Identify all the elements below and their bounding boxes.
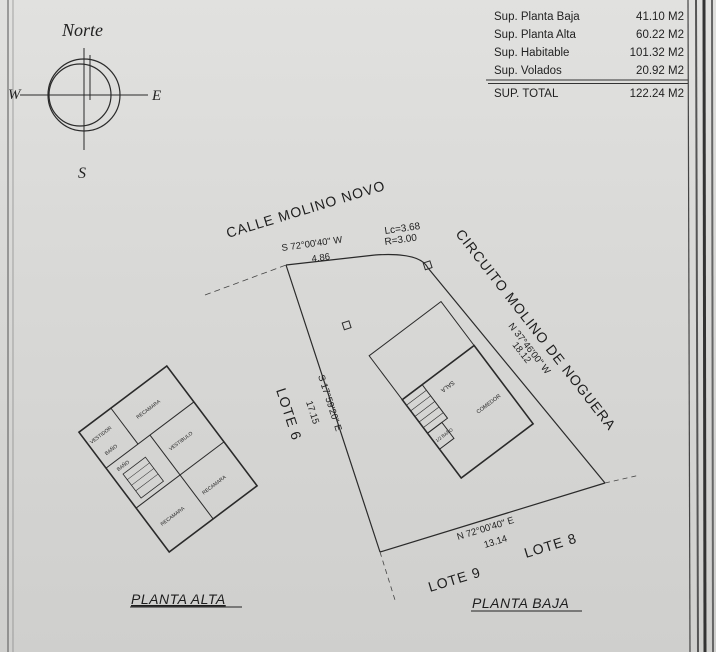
area-value: 41.10 M2 — [636, 11, 684, 23]
lot-south-right-label: LOTE 8 — [522, 530, 579, 561]
planta-alta-drawing: VESTIDOR RECAMARA BAÑO VESTIBULO BAÑO RE… — [77, 364, 259, 554]
street-north-label: CALLE MOLINO NOVO — [224, 177, 387, 241]
curve-length: Lc=3.68 — [384, 221, 421, 237]
lot-west-label: LOTE 6 — [273, 386, 305, 443]
sheet-border-right — [687, 0, 691, 652]
ground-floor-outline — [401, 344, 535, 480]
area-value: 60.22 M2 — [636, 29, 684, 41]
south-label: S — [78, 165, 86, 182]
column-marker — [341, 320, 352, 331]
area-summary-table: Sup. Planta Baja 41.10 M2 Sup. Planta Al… — [488, 8, 688, 104]
title-planta-alta: PLANTA ALTA — [131, 591, 226, 607]
west-length: 17.15 — [303, 400, 321, 426]
area-total-row: SUP. TOTAL 122.24 M2 — [488, 83, 688, 104]
west-label: W — [8, 87, 22, 103]
north-boundary-line — [285, 254, 376, 266]
sheet-edge-right-dark — [702, 0, 707, 652]
area-value: 101.32 M2 — [629, 47, 684, 59]
east-label: E — [151, 88, 161, 104]
area-label: Sup. Planta Baja — [494, 11, 580, 23]
lot-south-left-label: LOTE 9 — [426, 564, 483, 595]
area-value: 20.92 M2 — [636, 65, 684, 77]
north-label: Norte — [61, 20, 103, 40]
room-bano-1: BAÑO — [103, 443, 119, 457]
room-sala: SALA — [439, 379, 455, 393]
north-length: 4.86 — [311, 252, 331, 265]
sheet-edge-right-outer — [711, 0, 714, 652]
area-label: Sup. Habitable — [494, 47, 570, 59]
lot-boundary — [204, 253, 641, 601]
area-label: Sup. Planta Alta — [494, 29, 576, 41]
area-label: Sup. Volados — [494, 65, 562, 77]
boundary-curve — [374, 253, 429, 269]
room-bano-2: BAÑO — [115, 459, 131, 473]
room-vestidor: VESTIDOR — [89, 425, 113, 445]
room-recamara-2: RECAMARA — [201, 474, 228, 496]
lot-divider-east — [604, 474, 641, 484]
room-recamara-1: RECAMARA — [136, 398, 163, 420]
lot-divider-south — [379, 551, 396, 601]
north-bearing: S 72°00'40" W — [281, 235, 343, 254]
room-comedor: COMEDOR — [476, 393, 503, 415]
area-row: Sup. Volados 20.92 M2 — [488, 62, 688, 80]
corner-marker — [422, 260, 433, 271]
title-planta-baja: PLANTA BAJA — [472, 595, 569, 611]
west-bearing: S 17°59'20" E — [315, 374, 344, 433]
sheet-edge-right — [695, 0, 699, 652]
south-length: 13.14 — [483, 533, 509, 550]
area-row: Sup. Planta Alta 60.22 M2 — [488, 26, 688, 44]
east-boundary-line — [427, 267, 606, 484]
north-extension-line — [204, 264, 287, 296]
half-bath-outline — [426, 421, 455, 450]
upper-stair-outline — [122, 456, 165, 499]
room-vestibulo: VESTIBULO — [168, 431, 194, 453]
total-label: SUP. TOTAL — [494, 88, 559, 100]
south-boundary-line — [379, 482, 606, 553]
area-row: Sup. Habitable 101.32 M2 — [488, 44, 688, 62]
street-east-label: CIRCUITO MOLINO DE NOGUERA — [453, 226, 620, 433]
total-value: 122.24 M2 — [629, 88, 684, 100]
room-recamara-3: RECAMARA — [160, 505, 187, 527]
west-boundary-line — [285, 264, 381, 553]
area-row: Sup. Planta Baja 41.10 M2 — [488, 8, 688, 26]
curve-radius: R=3.00 — [384, 232, 418, 247]
north-arrow: Norte W E S — [8, 20, 161, 182]
